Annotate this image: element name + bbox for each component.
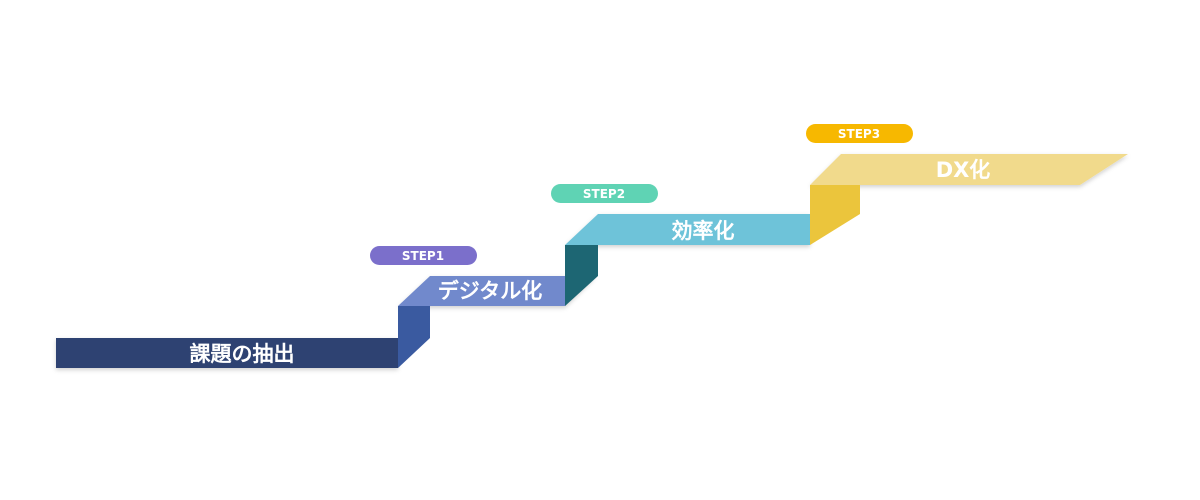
stage-label-3: 効率化 [672,219,735,243]
stage-label-2: デジタル化 [438,279,543,303]
step-badge-3 [806,124,913,143]
stage-label-1: 課題の抽出 [190,342,295,366]
stage-ribbon-1 [56,338,398,368]
riser-2 [565,245,598,306]
stage-ribbon-2 [398,276,595,306]
step-badge-1 [370,246,477,265]
step-badge-label-2: STEP2 [583,187,625,201]
stage-ribbon-3 [565,214,810,245]
riser-1 [398,306,430,368]
stage-ribbon-4 [810,154,1128,185]
step-badge-label-1: STEP1 [402,249,444,263]
riser-3 [810,185,860,245]
step-badge-2 [551,184,658,203]
step-badge-label-3: STEP3 [838,127,880,141]
stage-label-4: DX化 [936,158,991,182]
